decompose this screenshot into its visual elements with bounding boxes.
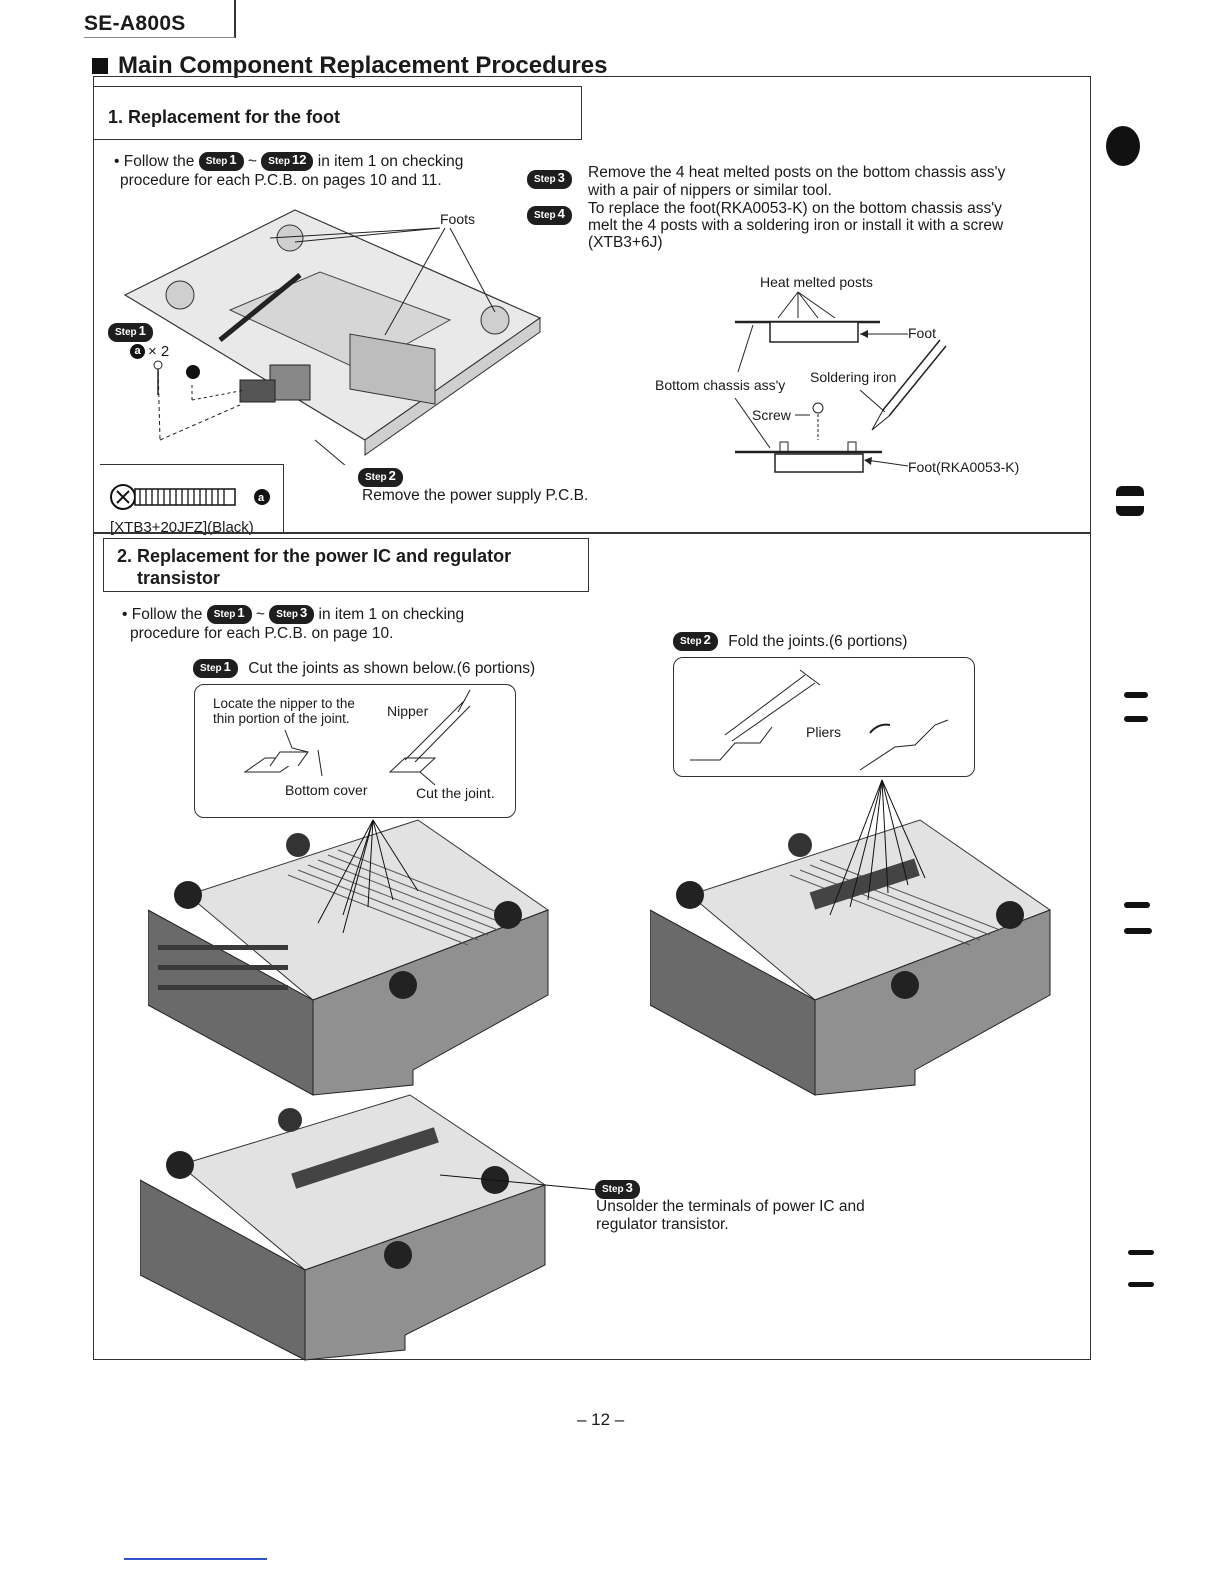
foot-label: Foot <box>908 325 937 341</box>
follow-suffix: in item 1 on checking <box>317 153 464 170</box>
chassis-illustration <box>123 209 542 465</box>
title-bullet-icon <box>92 58 108 74</box>
foot-part-label: Foot(RKA0053-K) <box>908 459 1020 475</box>
margin-mark <box>1124 902 1150 908</box>
pliers-label: Pliers <box>806 724 842 740</box>
nipper-callout <box>194 684 516 818</box>
cut-joint-label: Cut the joint. <box>416 785 495 801</box>
section1-title-box: 1. Replacement for the foot <box>93 86 582 140</box>
step2-text: Remove the power supply P.C.B. <box>362 487 589 504</box>
step3-text: Remove the 4 heat melted posts on the bo… <box>588 164 1058 200</box>
section2-title-line2: transistor <box>137 568 221 588</box>
step4-text-line2: melt the 4 posts with a soldering iron o… <box>588 217 1004 234</box>
step4-text: To replace the foot(RKA0053-K) on the bo… <box>588 200 1058 251</box>
page-title: Main Component Replacement Procedures <box>92 52 607 80</box>
follow-suffix: in item 1 on checking <box>318 606 465 623</box>
page-title-text: Main Component Replacement Procedures <box>118 52 608 79</box>
model-number: SE-A800S <box>84 12 186 35</box>
step3-text-line1: Remove the 4 heat melted posts on the bo… <box>588 164 1006 181</box>
locate-line1: Locate the nipper to the <box>213 696 355 711</box>
section2-title-line1: 2. Replacement for the power IC and regu… <box>117 546 512 566</box>
step4-text-line3: (XTB3+6J) <box>588 234 663 251</box>
margin-mark <box>1124 716 1148 722</box>
svg-text:a: a <box>258 492 265 504</box>
locate-text: Locate the nipper to the thin portion of… <box>213 696 355 726</box>
nipper-drawing <box>243 690 471 786</box>
nipper-label: Nipper <box>387 703 429 719</box>
step3-text-line1: Unsolder the terminals of power IC and <box>596 1198 865 1215</box>
header-rule-horizontal <box>84 37 235 38</box>
page-number: – 12 – <box>577 1410 625 1429</box>
screw-icon: a <box>110 484 270 510</box>
screw-count-text: × 2 <box>148 343 170 360</box>
content-frame <box>93 76 1091 1360</box>
step3-text: Unsolder the terminals of power IC and r… <box>596 1198 865 1234</box>
screw-label: Screw <box>752 407 791 423</box>
margin-mark <box>1116 506 1144 516</box>
header-rule-vertical <box>234 0 236 38</box>
follow-line2: procedure for each P.C.B. on page 10. <box>130 625 394 643</box>
bottom-rule <box>124 1558 267 1560</box>
pliers-drawing <box>690 669 949 771</box>
follow-prefix: • Follow the <box>114 153 195 170</box>
step3-text-line2: regulator transistor. <box>596 1216 729 1233</box>
device-bottom-photo-1 <box>148 819 550 1096</box>
step4-text-line1: To replace the foot(RKA0053-K) on the bo… <box>588 200 1002 217</box>
step2-text: Fold the joints.(6 portions) <box>728 633 908 650</box>
margin-mark <box>1124 928 1152 934</box>
section2-title-box: 2. Replacement for the power IC and regu… <box>103 538 589 592</box>
follow-prefix: • Follow the <box>122 606 203 623</box>
device-bottom-photo-2 <box>650 779 1052 1096</box>
step3-text-line2: with a pair of nippers or similar tool. <box>588 182 832 199</box>
screw-a-icon: a <box>130 344 145 359</box>
follow-line2: procedure for each P.C.B. on pages 10 an… <box>120 172 442 190</box>
margin-mark <box>1116 486 1144 496</box>
section-divider <box>93 532 1091 534</box>
foots-label: Foots <box>440 211 476 227</box>
heat-posts-label: Heat melted posts <box>760 274 873 290</box>
margin-mark <box>1128 1250 1154 1255</box>
tilde: ~ <box>255 606 265 623</box>
screw-count: a × 2 <box>130 343 169 360</box>
bottom-cover-label: Bottom cover <box>285 782 368 798</box>
foot-diagram <box>734 291 947 473</box>
pliers-callout <box>673 657 975 777</box>
section1-title: 1. Replacement for the foot <box>108 107 341 127</box>
screw-part-number: [XTB3+20JFZ](Black) <box>110 519 254 536</box>
locate-line2: thin portion of the joint. <box>213 711 350 726</box>
bottom-chassis-label: Bottom chassis ass'y <box>655 377 786 393</box>
tilde: ~ <box>247 153 257 170</box>
device-bottom-photo-3 <box>140 1094 599 1361</box>
margin-mark <box>1128 1282 1154 1287</box>
margin-mark <box>1124 692 1148 698</box>
step1-text: Cut the joints as shown below.(6 portion… <box>248 660 536 677</box>
binding-hole-mark <box>1106 126 1140 166</box>
soldering-iron-label: Soldering iron <box>810 369 897 385</box>
